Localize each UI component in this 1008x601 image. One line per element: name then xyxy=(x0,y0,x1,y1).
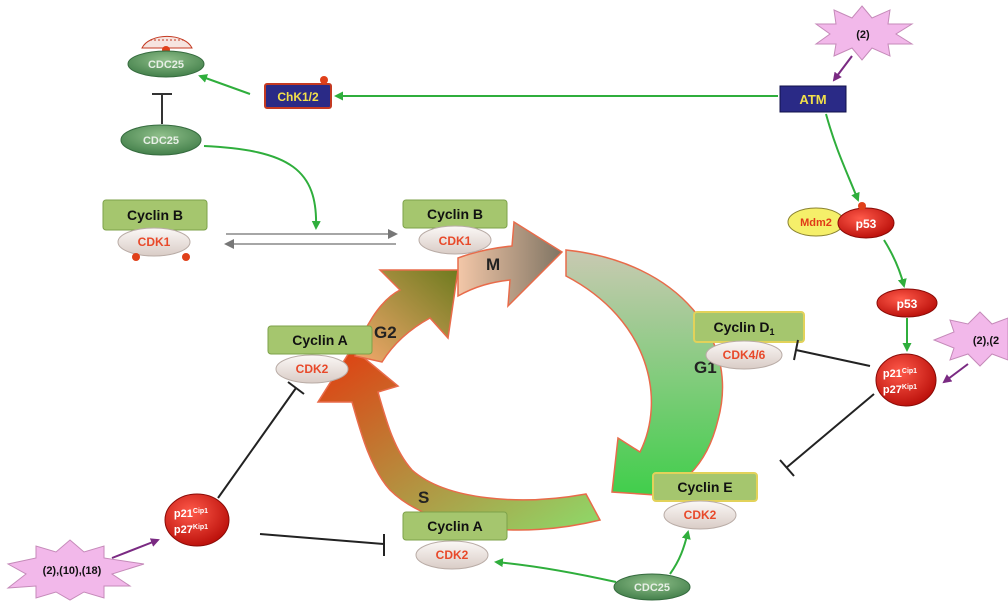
cdk2-g2-label: CDK2 xyxy=(296,362,329,376)
mdm2-p53-complex: Mdm2 p53 xyxy=(787,202,895,239)
atm-node: ATM xyxy=(779,85,847,113)
cdc25-phospho-label: CDC25 xyxy=(148,59,184,71)
cdc25-to-cdk2-s-arrow xyxy=(494,558,617,583)
cyclin-d-label: Cyclin D1 xyxy=(713,319,774,337)
cdk1-top-label: CDK1 xyxy=(439,234,472,248)
cdk2-e-label: CDK2 xyxy=(684,508,717,522)
reference-right-label: (2),(2 xyxy=(973,335,999,347)
chk-label: ChK1/2 xyxy=(277,90,319,104)
cdk2-s-label: CDK2 xyxy=(436,548,469,562)
cdc25-to-cdk2-e-arrow xyxy=(669,530,691,575)
cell-cycle-ring: M G1 S G2 xyxy=(316,220,724,531)
reference-burst-top: (2) xyxy=(814,5,914,61)
ref-bottom-left-arrow xyxy=(111,538,160,559)
ref-top-arrow xyxy=(832,55,853,82)
reference-top-label: (2) xyxy=(856,29,870,41)
p53-bound-label: p53 xyxy=(856,217,877,231)
cdc25-active-label: CDC25 xyxy=(143,135,179,147)
phase-g1-label: G1 xyxy=(694,358,717,377)
p21-left-label: p21Cip1 xyxy=(174,508,208,520)
p53-free-node: p53 xyxy=(876,288,938,318)
edges xyxy=(111,55,969,583)
p53-release-arrow xyxy=(883,239,907,288)
p21-right-inhibits-cdk2-e xyxy=(779,393,875,477)
cdc25-phospho-node: CDC25 xyxy=(127,35,205,78)
cyclin-b-top-label: Cyclin B xyxy=(427,206,483,222)
atm-to-p53-arrow xyxy=(825,113,860,202)
phase-m-label: M xyxy=(486,255,500,274)
phase-s-label: S xyxy=(418,488,429,507)
chk-to-cdc25-arrow xyxy=(198,74,251,95)
p21-left-inhibits-cdk2-g2 xyxy=(217,381,305,499)
reference-bottom-left-label: (2),(10),(18) xyxy=(43,565,102,577)
reference-burst-bottom-left: (2),(10),(18) xyxy=(6,539,145,601)
phase-g2-label: G2 xyxy=(374,323,397,342)
cyclin-a-cdk2-g2: Cyclin A CDK2 xyxy=(267,325,373,384)
cdk46-label: CDK4/6 xyxy=(723,348,766,362)
atm-label: ATM xyxy=(799,92,826,107)
cyclin-e-label: Cyclin E xyxy=(677,479,732,495)
cyclin-e-cdk2: Cyclin E CDK2 xyxy=(652,472,758,530)
cyclin-b-left-label: Cyclin B xyxy=(127,207,183,223)
p21-right-inhibits-cdk46 xyxy=(793,339,871,367)
cdc25-to-cyclinb-arrow xyxy=(203,145,321,230)
p21-left-inhibits-cdk2-s xyxy=(259,533,385,556)
cdc25-active-node: CDC25 xyxy=(120,124,202,156)
cyclin-a-cdk2-s: Cyclin A CDK2 xyxy=(402,511,508,570)
m-arc xyxy=(457,220,564,308)
cyclin-b-cdk1-top: Cyclin B CDK1 xyxy=(402,199,508,255)
chk-node: ChK1/2 xyxy=(264,76,332,109)
p27-right-label: p27Kip1 xyxy=(883,384,917,396)
cyclin-d1-cdk46: Cyclin D1 CDK4/6 xyxy=(693,311,805,370)
cdc25-bottom-node: CDC25 xyxy=(613,573,691,601)
g1-arc xyxy=(565,249,724,499)
cdc25-bottom-label: CDC25 xyxy=(634,582,670,594)
mdm2-label: Mdm2 xyxy=(800,217,832,229)
p21-p27-right-node: p21Cip1 p27Kip1 xyxy=(875,353,937,407)
s-arc xyxy=(316,346,602,531)
p21-p27-left-node: p21Cip1 p27Kip1 xyxy=(164,493,230,547)
ref-right-arrow xyxy=(942,363,969,384)
cyclin-b-cdk1-left: Cyclin B CDK1 xyxy=(102,199,208,261)
p27-left-label: p27Kip1 xyxy=(174,524,208,536)
p21-right-label: p21Cip1 xyxy=(883,368,917,380)
cyclin-a-g2-label: Cyclin A xyxy=(292,332,348,348)
cdk1-left-label: CDK1 xyxy=(138,235,171,249)
cdc25-inhibition xyxy=(152,93,172,124)
reference-burst-right: (2),(2 xyxy=(932,311,1008,367)
cyclin-a-s-label: Cyclin A xyxy=(427,518,483,534)
p53-free-label: p53 xyxy=(897,297,918,311)
